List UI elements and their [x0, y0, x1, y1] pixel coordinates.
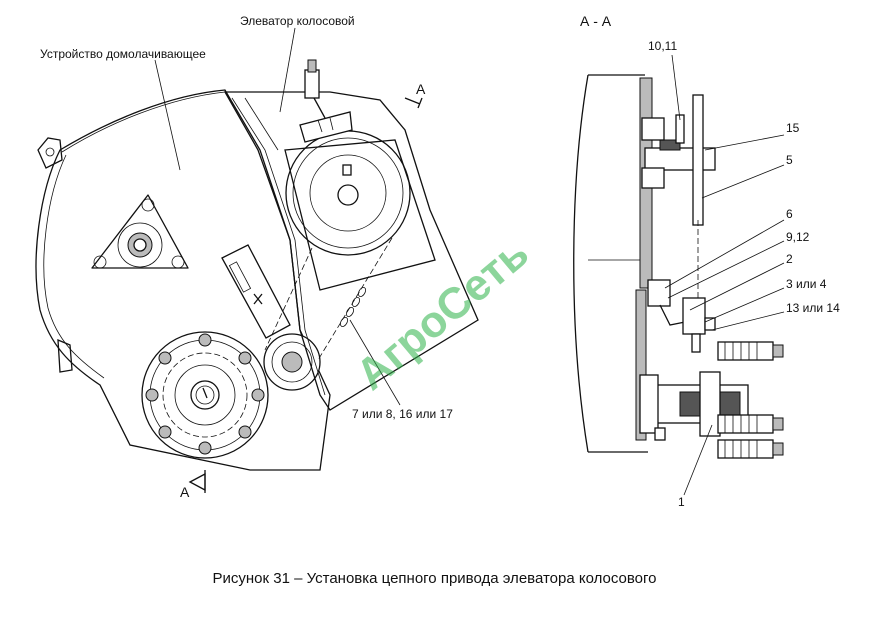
figure-caption: Рисунок 31 – Установка цепного привода э… — [212, 570, 657, 587]
elevator-housing — [223, 91, 479, 411]
pull-rod-5 — [692, 94, 704, 226]
chain-links — [339, 287, 367, 327]
domolach-housing — [35, 89, 331, 471]
label-part-13-14: 13 или 14 — [786, 301, 840, 315]
label-section-title: А - А — [580, 13, 612, 29]
triangular-flange — [91, 194, 189, 269]
section-view-a-a — [573, 54, 785, 496]
label-part-10-11: 10,11 — [648, 39, 677, 53]
label-part-5: 5 — [786, 153, 793, 167]
label-section-top: А — [416, 81, 426, 97]
tension-arm — [221, 244, 291, 339]
label-elevator: Элеватор колосовой — [240, 14, 355, 28]
label-part-2: 2 — [786, 252, 793, 266]
label-part-1: 1 — [678, 495, 685, 509]
label-part-7-8-16-17: 7 или 8, 16 или 17 — [352, 407, 453, 421]
label-domolach: Устройство домолачивающее — [40, 47, 206, 61]
label-section-bottom: А — [180, 484, 190, 500]
springs — [717, 341, 784, 459]
label-part-15: 15 — [786, 121, 800, 135]
left-assembly-view — [35, 27, 479, 493]
label-part-6: 6 — [786, 207, 793, 221]
label-part-9-12: 9,12 — [786, 230, 810, 244]
watermark-logo: АгроСеть — [347, 228, 538, 399]
hub-bolts — [145, 333, 265, 455]
label-part-3-4: 3 или 4 — [786, 277, 827, 291]
